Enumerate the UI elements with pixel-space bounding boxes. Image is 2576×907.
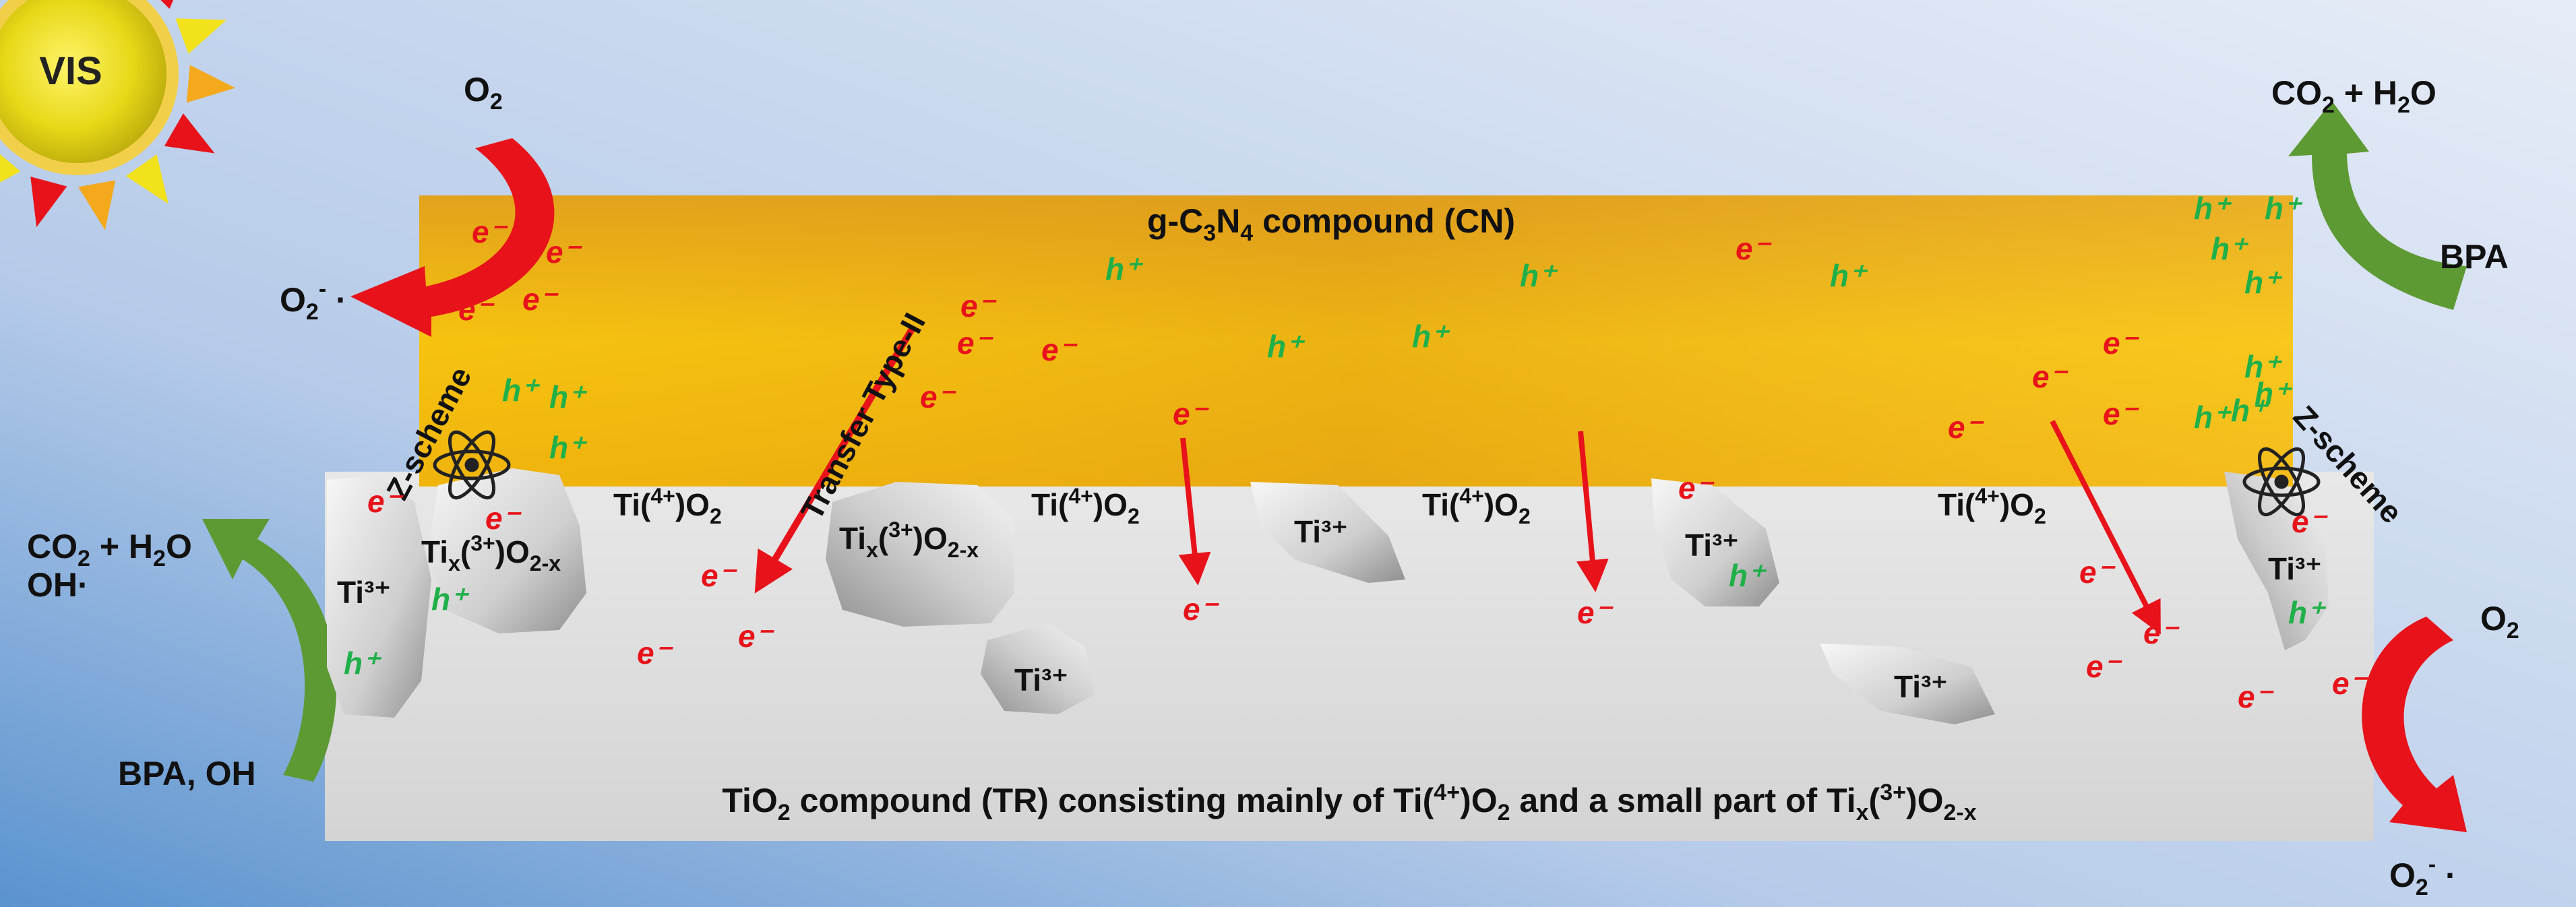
hole: h⁺ — [2194, 191, 2232, 226]
hole: h⁺ — [1412, 319, 1450, 354]
co2-label-left: CO2 + H2O — [27, 528, 192, 571]
electron: e⁻ — [2086, 649, 2123, 684]
hole: h⁺ — [1267, 329, 1306, 364]
grain-ti3-right-edge — [2224, 472, 2329, 650]
hole: h⁺ — [2244, 265, 2283, 300]
hole: h⁺ — [2211, 231, 2249, 266]
hole: h⁺ — [502, 373, 541, 408]
grain-ti3-left-edge — [327, 475, 431, 718]
electron: e⁻ — [1678, 470, 1715, 505]
hole: h⁺ — [1729, 558, 1767, 593]
hole: h⁺ — [2244, 349, 2283, 384]
electron: e⁻ — [957, 325, 994, 361]
hole: h⁺ — [344, 646, 382, 681]
electron: e⁻ — [738, 619, 775, 654]
grain-ti3-mid — [1651, 478, 1779, 606]
hole: h⁺ — [1520, 258, 1558, 293]
electron: e⁻ — [458, 292, 495, 327]
holes: h⁺ h⁺ h⁺ h⁺ h⁺ h⁺ h⁺ h⁺ h⁺ h⁺ h⁺ h⁺ h⁺ h… — [344, 191, 2327, 681]
tix-label-left: Tix(3+)O2-x — [421, 531, 561, 575]
green-arrow-top-right — [2288, 101, 2467, 310]
ti4-label-1: Ti(4+)O2 — [613, 484, 722, 528]
electron: e⁻ — [522, 282, 559, 317]
co2-label-top-right: CO2 + H2O — [2271, 74, 2436, 118]
electron: e⁻ — [1173, 396, 1210, 431]
hole: h⁺ — [549, 430, 588, 465]
superoxide-label-bottom-right: O2- · — [2389, 852, 2457, 900]
red-arrow-bottom-right — [2362, 617, 2467, 832]
electron: e⁻ — [637, 635, 674, 670]
grain-tix-center — [826, 482, 1014, 627]
electron: e⁻ — [1041, 332, 1078, 367]
hole: h⁺ — [2194, 400, 2232, 435]
ti3-label-3: Ti³⁺ — [1014, 662, 1068, 697]
electron: e⁻ — [546, 234, 583, 270]
hole: h⁺ — [2255, 376, 2293, 411]
ti3-label-5: Ti³⁺ — [1894, 669, 1948, 704]
electron: e⁻ — [1577, 595, 1614, 630]
bpa-label-right: BPA — [2440, 238, 2509, 276]
hole: h⁺ — [2265, 191, 2303, 226]
red-arrow-top-left — [350, 138, 555, 337]
tr-band-title: TiO2 compound (TR) consisting mainly of … — [722, 780, 1976, 825]
electron: e⁻ — [960, 288, 998, 323]
ti4-label-4: Ti(4+)O2 — [1938, 484, 2046, 528]
cn-band-title: g-C3N4 compound (CN) — [1147, 202, 1515, 246]
electron: e⁻ — [2292, 504, 2329, 539]
electron-arrow-1 — [1178, 437, 1211, 586]
electrons: e⁻ e⁻ e⁻ e⁻ e⁻ e⁻ e⁻ e⁻ e⁻ e⁻ e⁻ e⁻ e⁻ e… — [367, 214, 2369, 714]
electron: e⁻ — [2332, 666, 2369, 701]
atom-icon-left — [433, 430, 511, 500]
hole: h⁺ — [431, 582, 470, 617]
hole: h⁺ — [1105, 251, 1144, 286]
grain-ti3-small-b — [981, 623, 1095, 714]
vis-label: VIS — [39, 49, 102, 93]
electron: e⁻ — [2079, 555, 2116, 590]
tix-label-center: Tix(3+)O2-x — [839, 518, 979, 562]
electron-arrow-2 — [1576, 431, 1609, 592]
cn-band-shade — [419, 195, 2293, 487]
electron: e⁻ — [472, 214, 509, 249]
hole: h⁺ — [1830, 258, 1868, 293]
electron-arrow-3 — [2050, 420, 2161, 635]
electron: e⁻ — [367, 484, 404, 519]
ti3-label-4: Ti³⁺ — [1685, 528, 1739, 563]
superoxide-label-top-left: O2- · — [280, 276, 347, 325]
electron: e⁻ — [2238, 679, 2275, 714]
electron: e⁻ — [485, 501, 522, 536]
grain-tix-left — [428, 468, 586, 633]
electron: e⁻ — [2143, 615, 2180, 650]
ti4-label-2: Ti(4+)O2 — [1031, 484, 1140, 528]
o2-label-top-left: O2 — [464, 71, 503, 115]
o2-label-bottom-right: O2 — [2480, 600, 2519, 644]
electron: e⁻ — [1736, 231, 1773, 266]
oh-radical-label: OH· — [27, 566, 89, 604]
hole: h⁺ — [2231, 393, 2269, 428]
sun-icon — [0, 0, 236, 230]
ti3-label-2: Ti³⁺ — [1294, 514, 1348, 549]
bpa-oh-label: BPA, OH — [118, 755, 256, 792]
ti3-label-6: Ti³⁺ — [2268, 551, 2322, 586]
hole: h⁺ — [2288, 595, 2327, 630]
atom-icon-right — [2242, 447, 2321, 517]
green-arrow-left — [202, 519, 337, 782]
electron: e⁻ — [1948, 410, 1985, 445]
grain-ti3-small-c — [1820, 644, 1995, 724]
electron: e⁻ — [2103, 325, 2140, 361]
ti4-label-3: Ti(4+)O2 — [1422, 484, 1531, 528]
grain-ti3-small-a — [1250, 482, 1405, 583]
hole: h⁺ — [549, 379, 588, 414]
electron: e⁻ — [701, 558, 738, 593]
electron: e⁻ — [920, 379, 957, 414]
ti3-label-1: Ti³⁺ — [337, 575, 391, 610]
electron: e⁻ — [1183, 592, 1220, 627]
transfer-arrow — [754, 325, 917, 594]
electron: e⁻ — [2032, 359, 2069, 394]
electron: e⁻ — [2103, 396, 2140, 431]
